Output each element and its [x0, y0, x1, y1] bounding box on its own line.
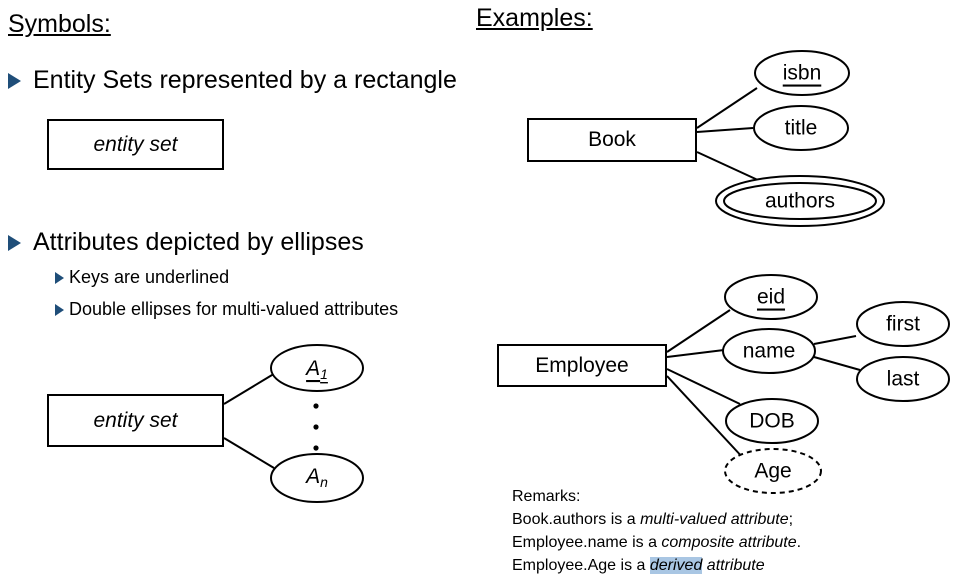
remarks-line-1: Book.authors is a multi-valued attribute…: [512, 511, 794, 528]
attr-first-label: first: [886, 313, 920, 336]
sub-bullet-keys-text: Keys are underlined: [69, 267, 230, 287]
vertical-dots: [313, 403, 319, 451]
attr-title-label: title: [785, 117, 818, 140]
line-authors: [696, 151, 761, 182]
ellipse-eid: [724, 274, 818, 320]
sub-bullet-double-text: Double ellipses for multi-valued attribu…: [69, 299, 399, 319]
ellipse-last: [856, 356, 950, 402]
line-eid: [666, 309, 731, 353]
symbols-heading: Symbols:: [8, 10, 111, 38]
attr-age-label: Age: [754, 460, 791, 483]
ellipse-first: [856, 301, 950, 347]
bullet-attributes: Attributes depicted by ellipses: [8, 228, 364, 257]
line-first: [813, 335, 857, 345]
connector-lines: [223, 87, 861, 469]
attr-isbn-label: isbn: [783, 62, 822, 85]
attr-name-label: name: [743, 340, 796, 363]
entity-set-symbol: entity set: [47, 119, 224, 170]
ellipse-dob: [725, 398, 819, 444]
line-dob: [666, 368, 741, 405]
entity-set-with-attributes: entity set: [47, 394, 224, 447]
remarks-line-3: Employee.Age is a derived attribute: [512, 557, 765, 574]
ellipse-title: [753, 105, 849, 151]
bullet-attributes-text: Attributes depicted by ellipses: [33, 228, 364, 256]
ellipse-authors-inner: [723, 182, 877, 220]
employee-entity: Employee: [497, 344, 667, 387]
book-entity: Book: [527, 118, 697, 162]
line-an: [223, 437, 275, 469]
remarks-block: Remarks: Book.authors is a multi-valued …: [512, 485, 801, 577]
sub-bullet-triangle-icon: [55, 303, 64, 316]
derived-highlight: derived: [649, 557, 703, 574]
sub-bullet-triangle-icon: [55, 271, 64, 284]
line-isbn: [696, 87, 758, 129]
bullet-triangle-icon: [8, 72, 21, 89]
ellipse-an: [270, 453, 364, 503]
bullet-entity-text: Entity Sets represented by a rectangle: [33, 66, 457, 94]
attr-last-label: last: [887, 368, 920, 391]
ellipse-a1: [270, 344, 364, 392]
ellipse-isbn: [754, 50, 850, 96]
examples-heading: Examples:: [476, 4, 593, 32]
ellipse-age: [724, 448, 822, 494]
line-age: [666, 375, 746, 461]
sub-bullet-double: Double ellipses for multi-valued attribu…: [55, 299, 398, 320]
line-name: [666, 349, 725, 358]
attr-an-label: An: [304, 465, 328, 491]
bullet-entity-sets: Entity Sets represented by a rectangle: [8, 66, 457, 95]
bullet-triangle-icon: [8, 234, 21, 251]
attr-dob-label: DOB: [749, 410, 795, 433]
attr-eid-label: eid: [757, 286, 785, 309]
remarks-line-2: Employee.name is a composite attribute.: [512, 534, 802, 551]
attr-a1-label: A1: [304, 357, 328, 383]
line-title: [696, 127, 754, 133]
line-last: [813, 356, 861, 371]
ellipse-name: [722, 328, 816, 374]
attr-authors-label: authors: [765, 190, 835, 213]
sub-bullet-keys: Keys are underlined: [55, 267, 229, 288]
remarks-title: Remarks:: [512, 488, 581, 505]
line-a1: [223, 371, 278, 405]
